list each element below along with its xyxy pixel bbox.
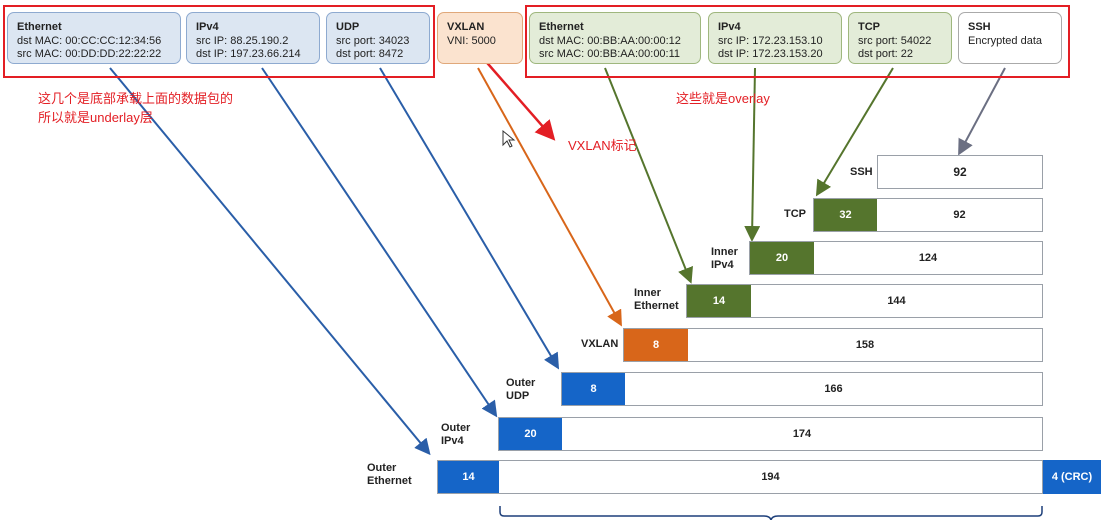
arrow-vxlan <box>477 67 622 327</box>
header-line: src IP: 172.23.153.10 <box>718 35 823 47</box>
cursor-icon <box>502 129 516 148</box>
layer-label-text: Inner <box>711 246 738 258</box>
layer-label-text: Ethernet <box>634 300 679 312</box>
header-line: Encrypted data <box>968 35 1042 47</box>
payload-size: 144 <box>887 295 906 307</box>
underlay-annotation: 这几个是底部承载上面的数据包的 所以就是underlay层 <box>38 89 233 127</box>
underlay-annotation-line: 这几个是底部承载上面的数据包的 <box>38 91 234 106</box>
header-title: TCP <box>858 21 880 33</box>
layer-bar-outer-ethernet: 14 194 <box>437 460 1043 494</box>
header-outer-ipv4: IPv4 src IP: 88.25.190.2 dst IP: 197.23.… <box>186 12 320 64</box>
layer-label-text: Outer <box>506 377 536 389</box>
header-size: 14 <box>438 461 499 493</box>
header-line: dst MAC: 00:BB:AA:00:00:12 <box>539 35 681 47</box>
layer-bar-outer-ipv4: 20 174 <box>498 417 1043 451</box>
header-title: Ethernet <box>17 21 62 33</box>
underlay-highlight-box <box>3 5 435 78</box>
payload-size: 158 <box>855 339 875 351</box>
layer-label-text: SSH <box>850 166 873 178</box>
header-title: SSH <box>968 21 991 33</box>
header-line: dst IP: 172.23.153.20 <box>718 48 823 60</box>
layer-label-ssh: SSH <box>850 166 873 179</box>
payload-size: 194 <box>761 471 780 483</box>
header-size: 32 <box>814 199 877 231</box>
header-line: dst MAC: 00:CC:CC:12:34:56 <box>17 35 162 47</box>
layer-label-vxlan: VXLAN <box>581 338 618 351</box>
bottom-brace <box>499 506 1043 520</box>
layer-label-text: IPv4 <box>441 435 464 447</box>
layer-label-text: Inner <box>634 287 661 299</box>
layer-label-text: UDP <box>506 390 530 402</box>
layer-bar-outer-udp: 8 166 <box>561 372 1043 406</box>
payload-size: 124 <box>918 252 938 264</box>
payload-size: 92 <box>953 209 966 221</box>
arrow-inner-ethernet <box>604 67 693 284</box>
layer-label-tcp: TCP <box>784 208 806 221</box>
layer-bar-vxlan: 8 158 <box>623 328 1043 362</box>
header-line: VNI: 5000 <box>447 35 496 47</box>
header-inner-ipv4: IPv4 src IP: 172.23.153.10 dst IP: 172.2… <box>708 12 842 64</box>
arrow-vxlan-mark <box>481 56 556 141</box>
header-ssh: SSH Encrypted data <box>958 12 1062 64</box>
payload-size: 92 <box>953 165 967 179</box>
crc-segment: 4 (CRC) <box>1043 460 1101 494</box>
header-line: src port: 34023 <box>336 35 410 47</box>
header-tcp: TCP src port: 54022 dst port: 22 <box>848 12 952 64</box>
layer-label-text: Outer <box>367 462 397 474</box>
layer-bar-inner-ipv4: 20 124 <box>749 241 1043 275</box>
header-title: IPv4 <box>196 21 219 33</box>
layer-label-outer-ipv4: Outer IPv4 <box>441 422 470 448</box>
arrow-outer-ipv4 <box>261 67 498 418</box>
header-inner-ethernet: Ethernet dst MAC: 00:BB:AA:00:00:12 src … <box>529 12 701 64</box>
header-line: src IP: 88.25.190.2 <box>196 35 289 47</box>
layer-label-inner-ipv4: Inner IPv4 <box>711 246 738 272</box>
header-title: UDP <box>336 21 360 33</box>
header-title: Ethernet <box>539 21 584 33</box>
header-line: dst port: 22 <box>858 48 914 60</box>
header-size: 14 <box>687 285 751 317</box>
header-line: src port: 54022 <box>858 35 932 47</box>
layer-label-outer-ethernet: Outer Ethernet <box>367 462 412 488</box>
layer-label-inner-ethernet: Inner Ethernet <box>634 287 679 313</box>
layer-label-text: IPv4 <box>711 259 734 271</box>
header-size: 8 <box>624 329 688 361</box>
header-line: dst IP: 197.23.66.214 <box>196 48 301 60</box>
header-title: VXLAN <box>447 21 485 33</box>
arrow-inner-ipv4 <box>744 67 761 242</box>
header-size: 20 <box>499 418 562 450</box>
arrow-ssh <box>958 67 1006 156</box>
layer-bar-inner-ethernet: 14 144 <box>686 284 1043 318</box>
layer-label-text: Ethernet <box>367 475 412 487</box>
layer-label-text: VXLAN <box>581 338 619 350</box>
layer-bar-tcp: 32 92 <box>813 198 1043 232</box>
header-outer-udp: UDP src port: 34023 dst port: 8472 <box>326 12 430 64</box>
payload-size: 174 <box>792 428 812 440</box>
header-line: dst port: 8472 <box>336 48 404 60</box>
header-size: 8 <box>562 373 625 405</box>
arrow-outer-udp <box>379 67 560 370</box>
layer-bar-ssh: 92 <box>877 155 1043 189</box>
payload-size: 166 <box>824 383 843 395</box>
arrow-tcp <box>815 67 894 197</box>
overlay-highlight-box <box>525 5 1070 78</box>
overlay-annotation: 这些就是overlay <box>676 91 770 106</box>
header-vxlan: VXLAN VNI: 5000 <box>437 12 523 64</box>
underlay-annotation-line: 所以就是underlay层 <box>38 110 153 125</box>
layer-label-text: TCP <box>784 208 806 220</box>
header-line: src MAC: 00:BB:AA:00:00:11 <box>539 48 681 60</box>
vxlan-mark-annotation: VXLAN标记 <box>568 138 637 153</box>
header-line: src MAC: 00:DD:DD:22:22:22 <box>17 48 162 60</box>
layer-label-outer-udp: Outer UDP <box>506 377 535 403</box>
layer-label-text: Outer <box>441 422 471 434</box>
header-outer-ethernet: Ethernet dst MAC: 00:CC:CC:12:34:56 src … <box>7 12 181 64</box>
header-size: 20 <box>750 242 814 274</box>
arrow-outer-ethernet <box>109 67 431 456</box>
header-title: IPv4 <box>718 21 741 33</box>
